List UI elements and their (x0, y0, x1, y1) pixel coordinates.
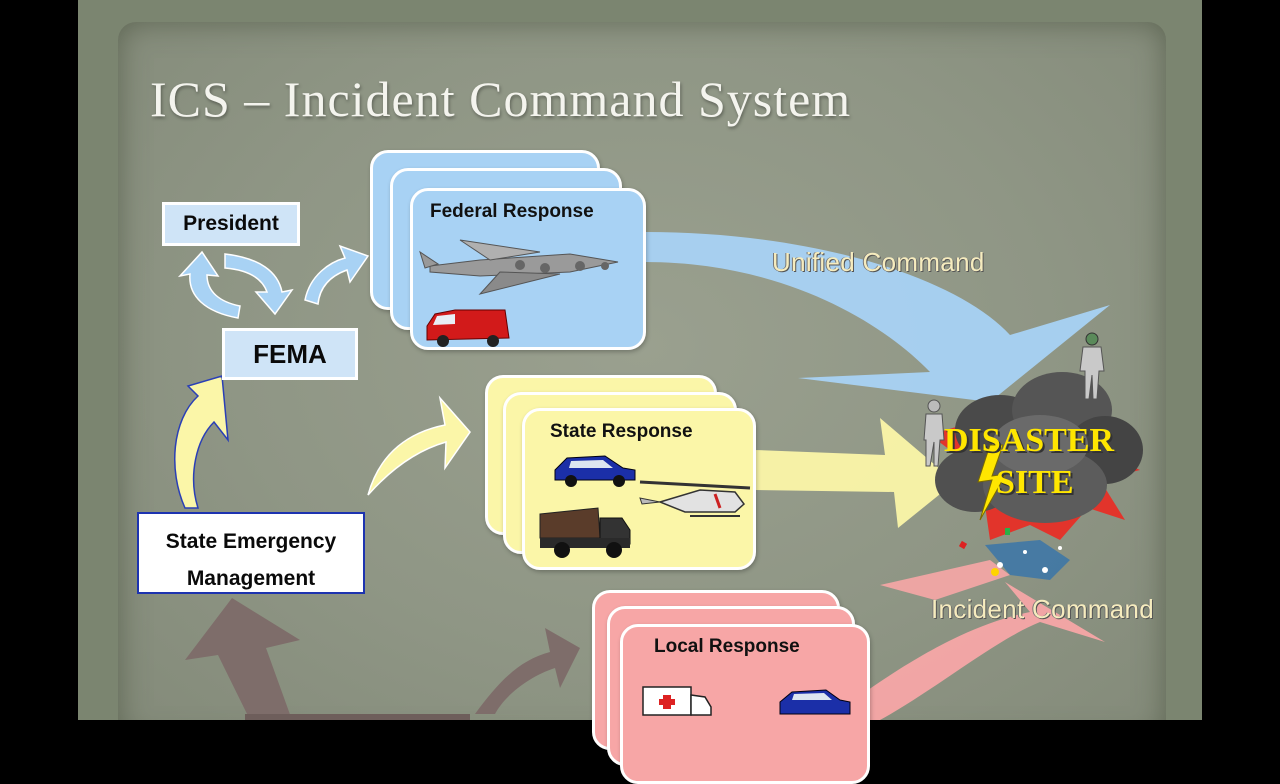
slide-title: ICS – Incident Command System (150, 71, 852, 127)
state-em-to-state-arrow (367, 395, 471, 496)
president-fema-arrow-right (224, 253, 294, 316)
rescuer-left-icon (923, 399, 945, 467)
incident-command-label: Incident Command (931, 594, 1155, 624)
federal-response-title: Federal Response (430, 201, 594, 222)
helicopter-icon (639, 480, 751, 517)
cargo-plane-icon (419, 239, 619, 295)
debris-icon (958, 528, 1070, 580)
rescuer-right-icon (1079, 332, 1105, 400)
president-label: President (183, 212, 279, 235)
local-base-bar (245, 714, 470, 720)
state-em-to-fema-arrow (174, 375, 229, 509)
unified-command-label: Unified Command (772, 247, 985, 277)
dump-truck-icon (539, 507, 631, 558)
storm-cloud-icon (930, 372, 1143, 540)
incident-command-arrow (868, 582, 1105, 720)
local-to-state-em-arrow (185, 598, 300, 720)
fema-label: FEMA (253, 339, 327, 369)
right-letterbox-bar (1202, 0, 1280, 720)
local-to-local-response-arrow (475, 628, 580, 714)
site-to-incident-arrow (880, 560, 1010, 600)
state-em-line2: Management (186, 567, 316, 590)
state-em-line1: State Emergency (165, 530, 337, 553)
state-emergency-management-box: State Emergency Management (137, 512, 365, 594)
disaster-line2: SITE (996, 464, 1074, 501)
disaster-site-graphic (923, 332, 1143, 580)
police-car-icon (554, 455, 636, 487)
fema-box: FEMA (222, 328, 358, 380)
arrows-layer (174, 232, 1110, 720)
red-van-icon (426, 309, 510, 347)
lightning-bolt-icon (977, 444, 1007, 521)
state-vehicles (539, 455, 751, 558)
state-to-site-arrow (755, 418, 955, 528)
disaster-line1: DISASTER (944, 422, 1115, 459)
state-response-title: State Response (550, 421, 693, 442)
local-vehicles (642, 686, 851, 716)
president-fema-arrow-left (177, 250, 241, 319)
federal-vehicles (419, 239, 619, 347)
local-car-icon (779, 689, 851, 715)
fema-to-federal-arrow (304, 244, 370, 305)
unified-command-arrow (645, 232, 1110, 402)
local-response-title: Local Response (654, 636, 800, 657)
ambulance-icon (642, 686, 712, 716)
president-box: President (162, 202, 300, 246)
